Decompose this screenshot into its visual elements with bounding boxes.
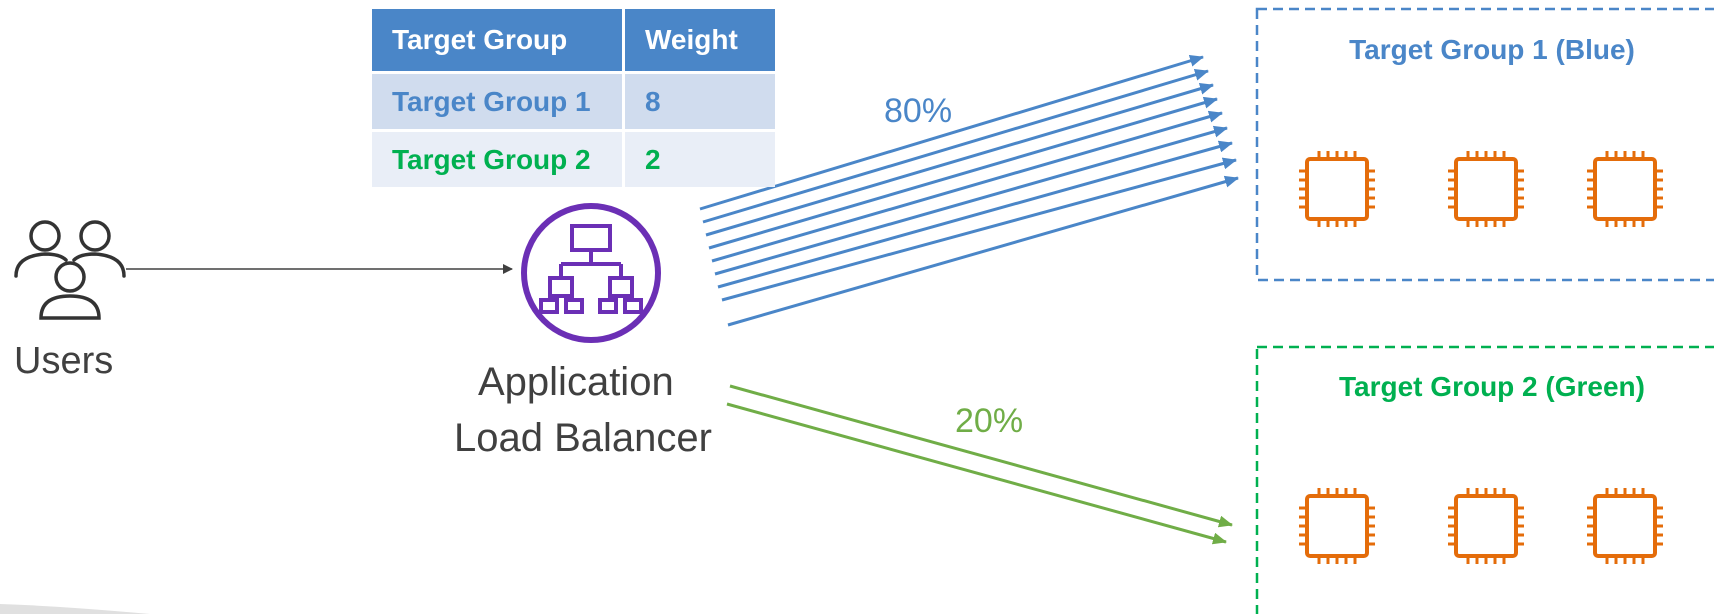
- table-header-weight: Weight: [623, 9, 775, 73]
- target-group-2-box: [1255, 345, 1714, 614]
- users-icon: [14, 220, 126, 320]
- green-traffic-percent: 20%: [955, 402, 1024, 440]
- alb-label-line1: Application: [478, 360, 674, 404]
- green-traffic-arrows: [726, 384, 1233, 545]
- green-arrow: [729, 384, 1233, 528]
- table-cell-group: Target Group 1: [372, 71, 625, 131]
- blue-arrow: [714, 125, 1228, 276]
- ec2-instance-icon: [1297, 149, 1377, 229]
- table-row: Target Group 1 8: [372, 71, 775, 131]
- target-group-1-title: Target Group 1 (Blue): [1349, 34, 1635, 65]
- ec2-instance-icon: [1585, 486, 1665, 566]
- blue-arrow: [708, 96, 1218, 250]
- blue-arrow: [727, 175, 1239, 327]
- slide-corner-decoration: [0, 604, 150, 614]
- alb-label-line2: Load Balancer: [454, 416, 712, 460]
- ec2-instance-icon: [1446, 486, 1526, 566]
- blue-arrow: [721, 157, 1237, 302]
- table-cell-weight: 8: [623, 71, 775, 131]
- blue-traffic-percent: 80%: [884, 92, 953, 130]
- target-group-2-title: Target Group 2 (Green): [1339, 371, 1645, 402]
- blue-arrow: [711, 110, 1223, 263]
- table-cell-weight: 2: [623, 129, 775, 187]
- weight-table: Target Group Weight Target Group 1 8 Tar…: [372, 9, 775, 187]
- users-label: Users: [14, 340, 114, 382]
- table-header-target-group: Target Group: [372, 9, 625, 73]
- blue-arrow: [717, 140, 1233, 289]
- application-load-balancer-icon: [521, 203, 661, 343]
- ec2-instance-icon: [1585, 149, 1665, 229]
- ec2-instance-icon: [1446, 149, 1526, 229]
- table-row: Target Group 2 2: [372, 129, 775, 187]
- blue-traffic-arrows: [699, 55, 1239, 327]
- blue-arrow: [705, 82, 1214, 237]
- blue-arrow: [699, 55, 1204, 211]
- table-cell-group: Target Group 2: [372, 129, 625, 187]
- target-group-1-box: [1255, 7, 1714, 282]
- green-arrow: [726, 402, 1227, 545]
- ec2-instance-icon: [1297, 486, 1377, 566]
- blue-arrow: [702, 68, 1209, 224]
